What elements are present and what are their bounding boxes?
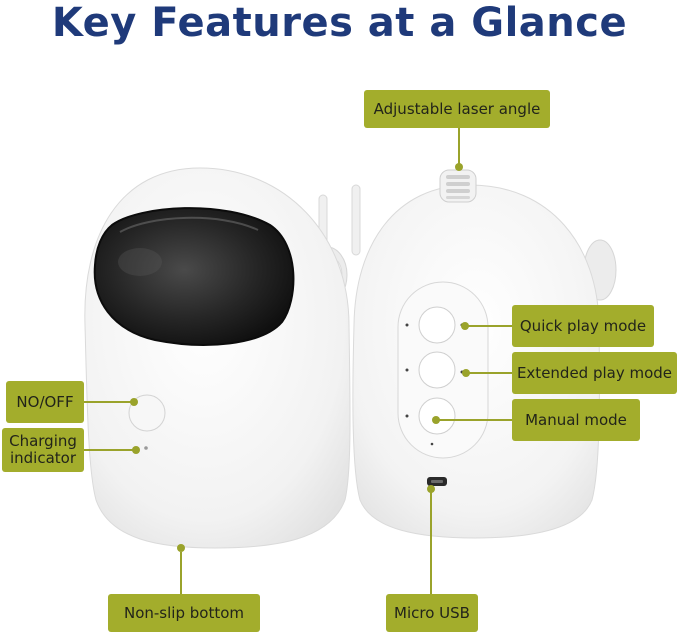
label-non-slip: Non-slip bottom: [108, 594, 260, 632]
label-extended-play: Extended play mode: [512, 352, 677, 394]
label-quick-play: Quick play mode: [512, 305, 654, 347]
connectors: [84, 128, 512, 594]
visor: [93, 207, 295, 346]
label-manual: Manual mode: [512, 399, 640, 441]
page-title: Key Features at a Glance: [51, 0, 628, 46]
laser-angle-knob: [439, 169, 477, 203]
label-power: NO/OFF: [6, 381, 84, 423]
manual-mode-button: [418, 397, 456, 435]
front-antenna-right: [351, 184, 361, 256]
label-laser-angle: Adjustable laser angle: [364, 90, 550, 128]
label-charging: Charging indicator: [2, 428, 84, 472]
power-button: [128, 394, 166, 432]
label-micro-usb: Micro USB: [386, 594, 478, 632]
extended-play-button: [418, 351, 456, 389]
back-device: [352, 169, 617, 539]
front-device: [84, 167, 361, 549]
charging-indicator-dot: [144, 446, 148, 450]
connector-dots: [130, 163, 470, 552]
quick-play-button: [418, 306, 456, 344]
